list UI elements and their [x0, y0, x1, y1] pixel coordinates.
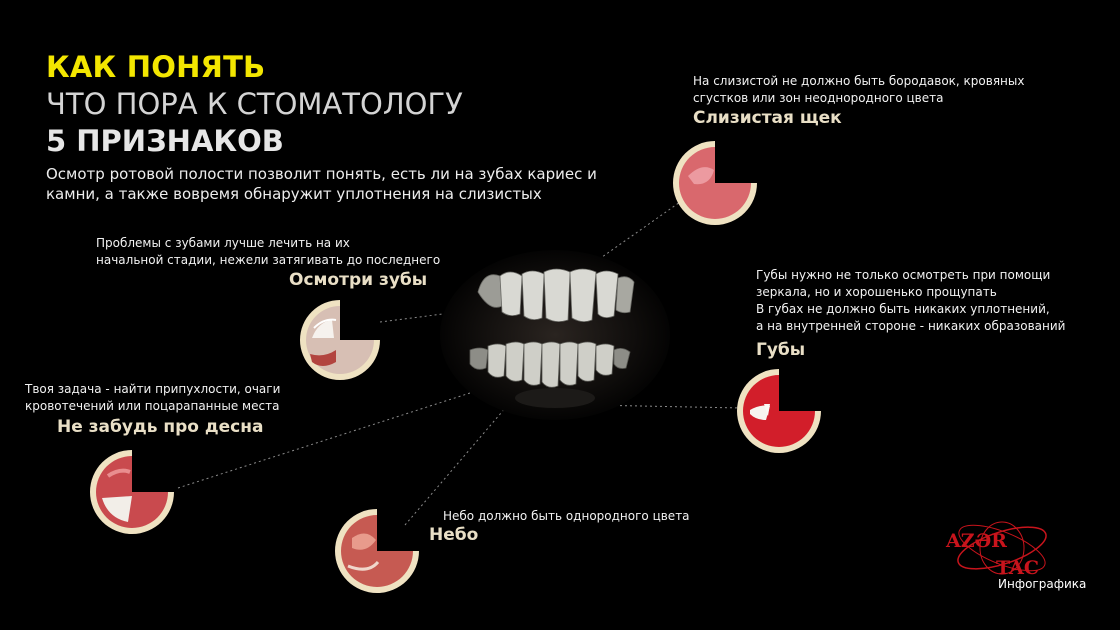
connector-cheek	[594, 194, 691, 263]
gums-description: Твоя задача - найти припухлости, очаги к…	[25, 382, 281, 413]
logo-wordmark-bottom: TAC	[996, 557, 1039, 579]
cheek-title: Слизистая щек	[693, 108, 842, 128]
headline-count: 5 ПРИЗНАКОВ	[46, 124, 284, 158]
logo-wordmark-top: AZƏR	[945, 530, 1007, 552]
headline-subtitle: ЧТО ПОРА К СТОМАТОЛОГУ	[46, 87, 463, 121]
connector-gums	[177, 379, 511, 489]
lips-title: Губы	[756, 340, 806, 360]
teeth-title: Осмотри зубы	[289, 270, 428, 290]
azertac-logo: AZƏR TAC	[945, 521, 1047, 579]
gums-title: Не забудь про десна	[57, 417, 264, 437]
logo-caption: Инфографика	[998, 577, 1087, 591]
connector-teeth	[379, 307, 491, 323]
teeth-illustration	[440, 250, 670, 420]
palate-description: Небо должно быть однородного цвета	[443, 509, 690, 523]
cheek-description: На слизистой не должно быть бородавок, к…	[693, 74, 1025, 105]
cheek-photo	[673, 141, 757, 225]
palate-photo	[335, 509, 419, 593]
lips-photo	[737, 369, 821, 453]
connector-palate	[404, 384, 526, 526]
lips-description: Губы нужно не только осмотреть при помощ…	[756, 268, 1066, 333]
palate-title: Небо	[429, 525, 479, 545]
intro-text: Осмотр ротовой полости позволит понять, …	[46, 165, 597, 203]
gums-photo	[90, 450, 174, 534]
teeth-description: Проблемы с зубами лучше лечить на их нач…	[96, 236, 441, 267]
headline-title: КАК ПОНЯТЬ	[46, 50, 266, 84]
teeth-photo	[300, 300, 380, 380]
